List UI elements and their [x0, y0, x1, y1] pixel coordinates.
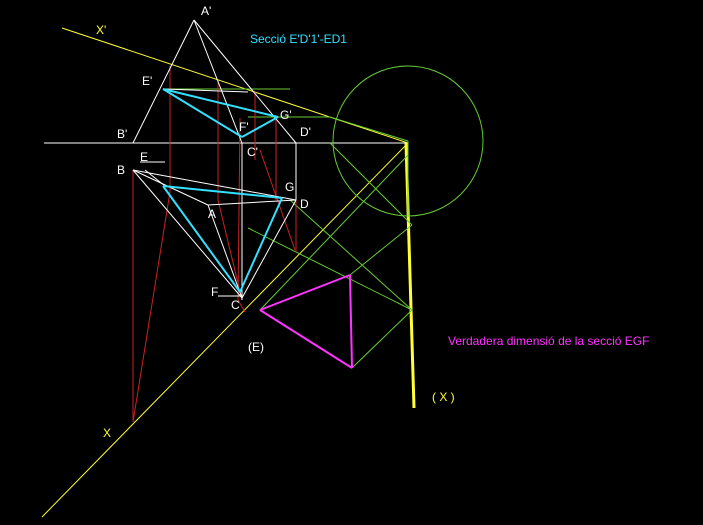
label-e-paren: (E) — [248, 340, 264, 354]
label-f-prime: F' — [239, 120, 249, 134]
label-g-prime: G' — [280, 108, 292, 122]
label-a-prime: A' — [201, 4, 211, 18]
label-x-paren: ( X ) — [432, 390, 455, 404]
label-c-prime: C' — [247, 145, 258, 159]
label-g: G — [285, 180, 294, 194]
label-a: A — [208, 207, 216, 221]
true-size-caption: Verdadera dimensió de la secció EGF — [448, 334, 649, 348]
label-x-prime: X' — [96, 23, 106, 37]
plane-trace-x-prime — [61, 27, 409, 144]
section-plan — [162, 185, 283, 293]
rebatted-trace — [404, 142, 416, 409]
label-x: X — [103, 426, 111, 440]
plane-trace-x — [41, 142, 409, 518]
rotation-circle — [332, 65, 484, 217]
label-c: C — [231, 298, 240, 312]
label-e: E — [140, 150, 148, 164]
label-f: F — [211, 285, 218, 299]
label-b-prime: B' — [117, 127, 127, 141]
section-title: Secció E'D'1'-ED1 — [250, 32, 347, 46]
label-b: B — [117, 163, 125, 177]
true-size-section — [259, 274, 353, 369]
label-d: D — [300, 197, 309, 211]
pyramid-elevation — [132, 19, 297, 300]
label-d-prime: D' — [300, 125, 311, 139]
section-elevation — [162, 88, 279, 138]
label-e-prime: E' — [142, 74, 152, 88]
